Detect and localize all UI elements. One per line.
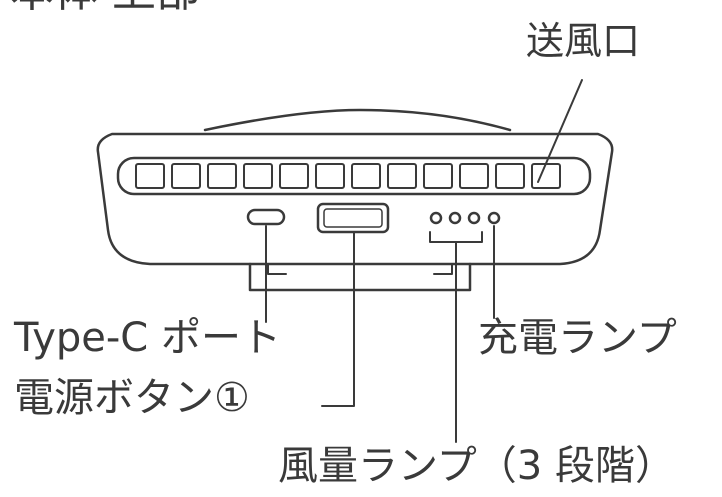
leader-wind-bracket <box>429 231 483 443</box>
leader-vent <box>537 79 583 183</box>
label-wind-lamp: 風量ランプ（3 段階） <box>278 443 675 489</box>
vent-slats <box>135 163 561 189</box>
wind-lamp-1 <box>429 211 443 225</box>
vent-strip <box>116 156 592 196</box>
label-vent: 送風口 <box>526 19 641 63</box>
wind-lamp-2 <box>448 211 462 225</box>
device-top-lid <box>203 108 512 132</box>
label-type-c-port: Type-C ポート <box>14 315 281 361</box>
device-body <box>96 132 614 266</box>
type-c-port <box>246 208 286 226</box>
label-power-button: 電源ボタン① <box>14 375 250 421</box>
charge-lamp <box>487 211 501 225</box>
wind-lamp-3 <box>467 211 481 225</box>
label-charge-lamp: 充電ランプ <box>478 315 677 361</box>
leader-power <box>321 231 355 407</box>
device-stand <box>248 262 472 292</box>
header-title: 本体 上部 <box>10 0 200 14</box>
